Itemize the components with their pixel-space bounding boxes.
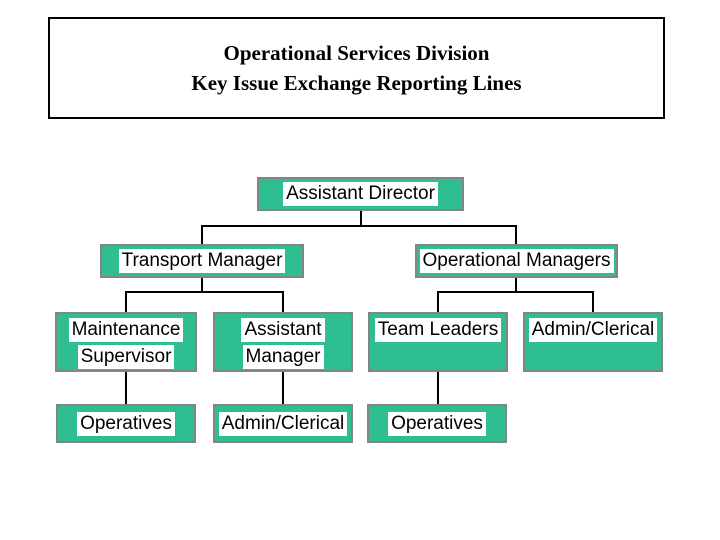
org-node-maintenance-supervisor: Maintenance Supervisor bbox=[55, 312, 197, 372]
connector-line bbox=[360, 211, 362, 227]
node-label: Assistant Director bbox=[283, 182, 438, 206]
org-node-operatives-team: Operatives bbox=[367, 404, 507, 443]
connector-line bbox=[282, 291, 284, 312]
connector-line bbox=[201, 278, 203, 293]
node-label: Operatives bbox=[77, 411, 175, 436]
title-line-1: Operational Services Division bbox=[223, 41, 490, 65]
node-label: Admin/Clerical bbox=[218, 411, 348, 436]
connector-line bbox=[515, 225, 517, 244]
node-label: Operational Managers bbox=[419, 249, 614, 273]
connector-line bbox=[125, 372, 127, 404]
connector-line bbox=[125, 291, 284, 293]
connector-line bbox=[437, 372, 439, 404]
node-label: Admin/Clerical bbox=[528, 318, 658, 342]
node-label: Maintenance bbox=[68, 318, 184, 342]
connector-line bbox=[515, 278, 517, 293]
node-label: Assistant bbox=[241, 318, 325, 342]
connector-line bbox=[125, 291, 127, 312]
org-node-admin-clerical-ops: Admin/Clerical bbox=[523, 312, 663, 372]
node-label: Operatives bbox=[388, 411, 486, 436]
node-label: Supervisor bbox=[77, 345, 175, 369]
connector-line bbox=[437, 291, 594, 293]
node-label: Team Leaders bbox=[374, 318, 502, 342]
org-node-assistant-manager: Assistant Manager bbox=[213, 312, 353, 372]
connector-line bbox=[592, 291, 594, 312]
connector-line bbox=[282, 372, 284, 404]
org-node-operatives-maintenance: Operatives bbox=[56, 404, 196, 443]
node-label: Transport Manager bbox=[118, 249, 286, 273]
org-node-admin-clerical-transport: Admin/Clerical bbox=[213, 404, 353, 443]
connector-line bbox=[437, 291, 439, 312]
org-node-team-leaders: Team Leaders bbox=[368, 312, 508, 372]
title-line-2: Key Issue Exchange Reporting Lines bbox=[191, 71, 522, 95]
connector-line bbox=[201, 225, 203, 244]
node-label: Manager bbox=[242, 345, 324, 369]
org-node-operational-managers: Operational Managers bbox=[415, 244, 618, 278]
org-node-assistant-director: Assistant Director bbox=[257, 177, 464, 211]
connector-line bbox=[201, 225, 517, 227]
title-box: Operational Services Division Key Issue … bbox=[48, 17, 665, 119]
org-node-transport-manager: Transport Manager bbox=[100, 244, 304, 278]
